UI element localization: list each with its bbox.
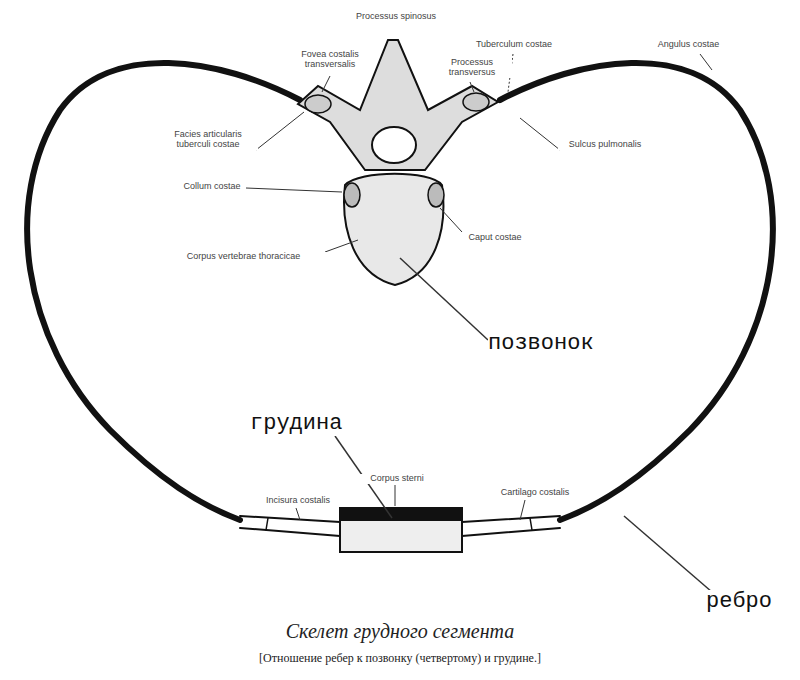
right-rib — [500, 63, 773, 520]
vertebral-body — [344, 174, 443, 285]
anatomy-label: Corpus vertebrae thoracicae — [160, 252, 327, 262]
part-name: ребро — [706, 590, 792, 614]
anatomy-label: Processus spinosus — [345, 12, 447, 22]
sternum-body — [340, 508, 462, 552]
left-cartilage — [240, 516, 340, 536]
rib-head — [344, 183, 360, 207]
leader-lines — [246, 54, 712, 592]
anatomy-label: Cartilago costalis — [492, 488, 578, 498]
anatomy-label: Fovea costalis transversalis — [288, 50, 372, 70]
anatomy-label: Caput costae — [458, 233, 532, 243]
part-name: позвонок — [488, 332, 638, 356]
right-cartilage — [462, 516, 560, 536]
anatomy-label: Collum costae — [178, 182, 246, 192]
rib-tubercle — [305, 95, 331, 113]
anatomy-label: Tuberculum costae — [458, 40, 570, 50]
caption: Скелет грудного сегмента — [150, 620, 650, 642]
anatomy-label: Incisura costalis — [255, 496, 341, 506]
anatomy-label: Angulus costae — [645, 40, 732, 50]
vertebral-foramen — [372, 127, 416, 163]
part-name: грудина — [250, 412, 380, 436]
rib-head — [428, 183, 444, 207]
caption-note: [Отношение ребер к позвонку (четвертому)… — [120, 652, 680, 665]
anatomy-label: Facies articularis tuberculi costae — [158, 130, 258, 150]
anatomy-label: Processus transversus — [432, 58, 512, 78]
left-rib — [27, 63, 300, 520]
anatomy-label: Sulcus pulmonalis — [558, 140, 652, 150]
anatomy-label: Corpus sterni — [360, 474, 434, 484]
sternum-edge — [340, 508, 462, 521]
rib-tubercle — [463, 93, 489, 111]
